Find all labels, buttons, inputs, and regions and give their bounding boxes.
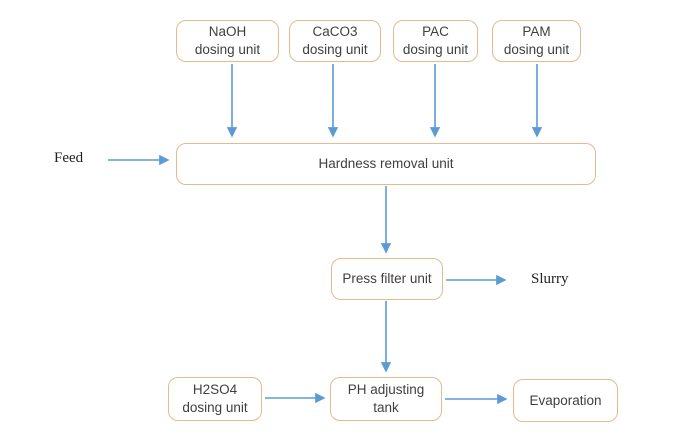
label-slurry: Slurry: [531, 271, 569, 287]
node-pam-dosing-unit: PAM dosing unit: [492, 20, 581, 62]
node-pac-dosing-unit: PAC dosing unit: [393, 20, 478, 62]
node-h2so4-dosing-unit: H2SO4 dosing unit: [168, 377, 262, 421]
node-ph-adjusting-tank: PH adjusting tank: [330, 377, 442, 421]
node-naoh-dosing-unit-label: NaOH dosing unit: [194, 24, 261, 57]
node-hardness-removal-unit: Hardness removal unit: [176, 143, 596, 185]
node-evaporation-label: Evaporation: [529, 392, 602, 408]
node-h2so4-dosing-unit-label: H2SO4 dosing unit: [182, 382, 248, 415]
node-ph-adjusting-tank-label: PH adjusting tank: [347, 382, 425, 415]
node-evaporation: Evaporation: [513, 379, 618, 422]
node-caco3-dosing-unit: CaCO3 dosing unit: [289, 20, 381, 62]
node-press-filter-unit-label: Press filter unit: [342, 271, 432, 286]
node-hardness-removal-unit-label: Hardness removal unit: [318, 156, 454, 171]
node-caco3-dosing-unit-label: CaCO3 dosing unit: [302, 24, 368, 57]
node-press-filter-unit: Press filter unit: [331, 258, 443, 300]
label-feed: Feed: [54, 150, 84, 166]
node-pam-dosing-unit-label: PAM dosing unit: [503, 24, 570, 57]
node-naoh-dosing-unit: NaOH dosing unit: [176, 20, 279, 62]
node-pac-dosing-unit-label: PAC dosing unit: [402, 24, 469, 57]
